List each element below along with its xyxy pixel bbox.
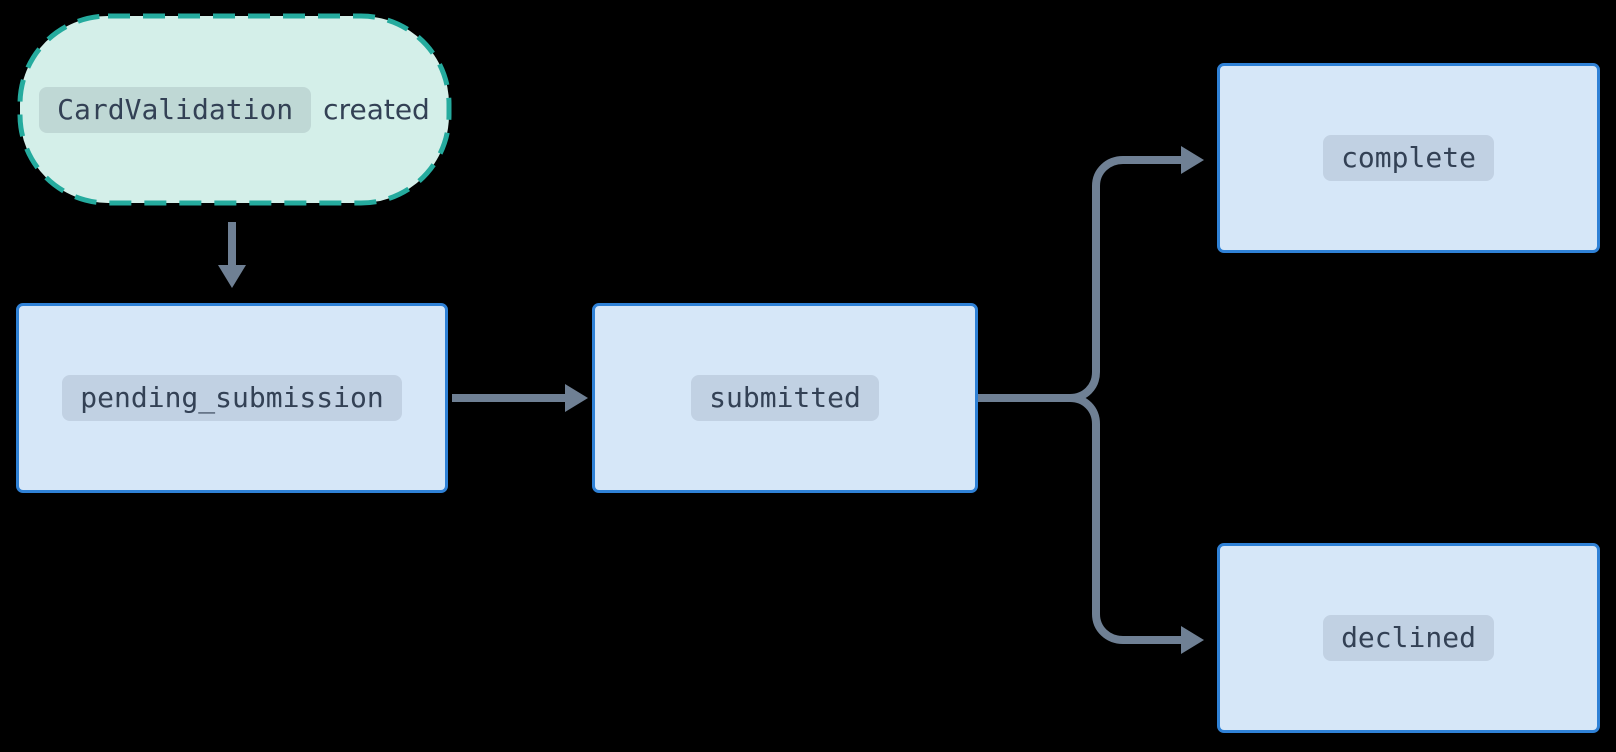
state-label-declined: declined: [1323, 615, 1494, 661]
state-node-complete: complete: [1217, 63, 1600, 253]
event-label: created: [323, 93, 430, 126]
state-label-pending-submission: pending_submission: [62, 375, 402, 421]
state-node-submitted: submitted: [592, 303, 978, 493]
state-node-pending-submission: pending_submission: [16, 303, 448, 493]
event-code-badge: CardValidation: [39, 86, 312, 133]
state-node-declined: declined: [1217, 543, 1600, 733]
event-node-created: CardValidation created: [17, 13, 452, 206]
event-pill-outline: [17, 13, 452, 206]
edge-submitted-to-declined-arrow: [978, 394, 1204, 654]
edge-submitted-to-complete-arrow: [978, 146, 1204, 402]
state-label-submitted: submitted: [691, 375, 879, 421]
state-label-complete: complete: [1323, 135, 1494, 181]
